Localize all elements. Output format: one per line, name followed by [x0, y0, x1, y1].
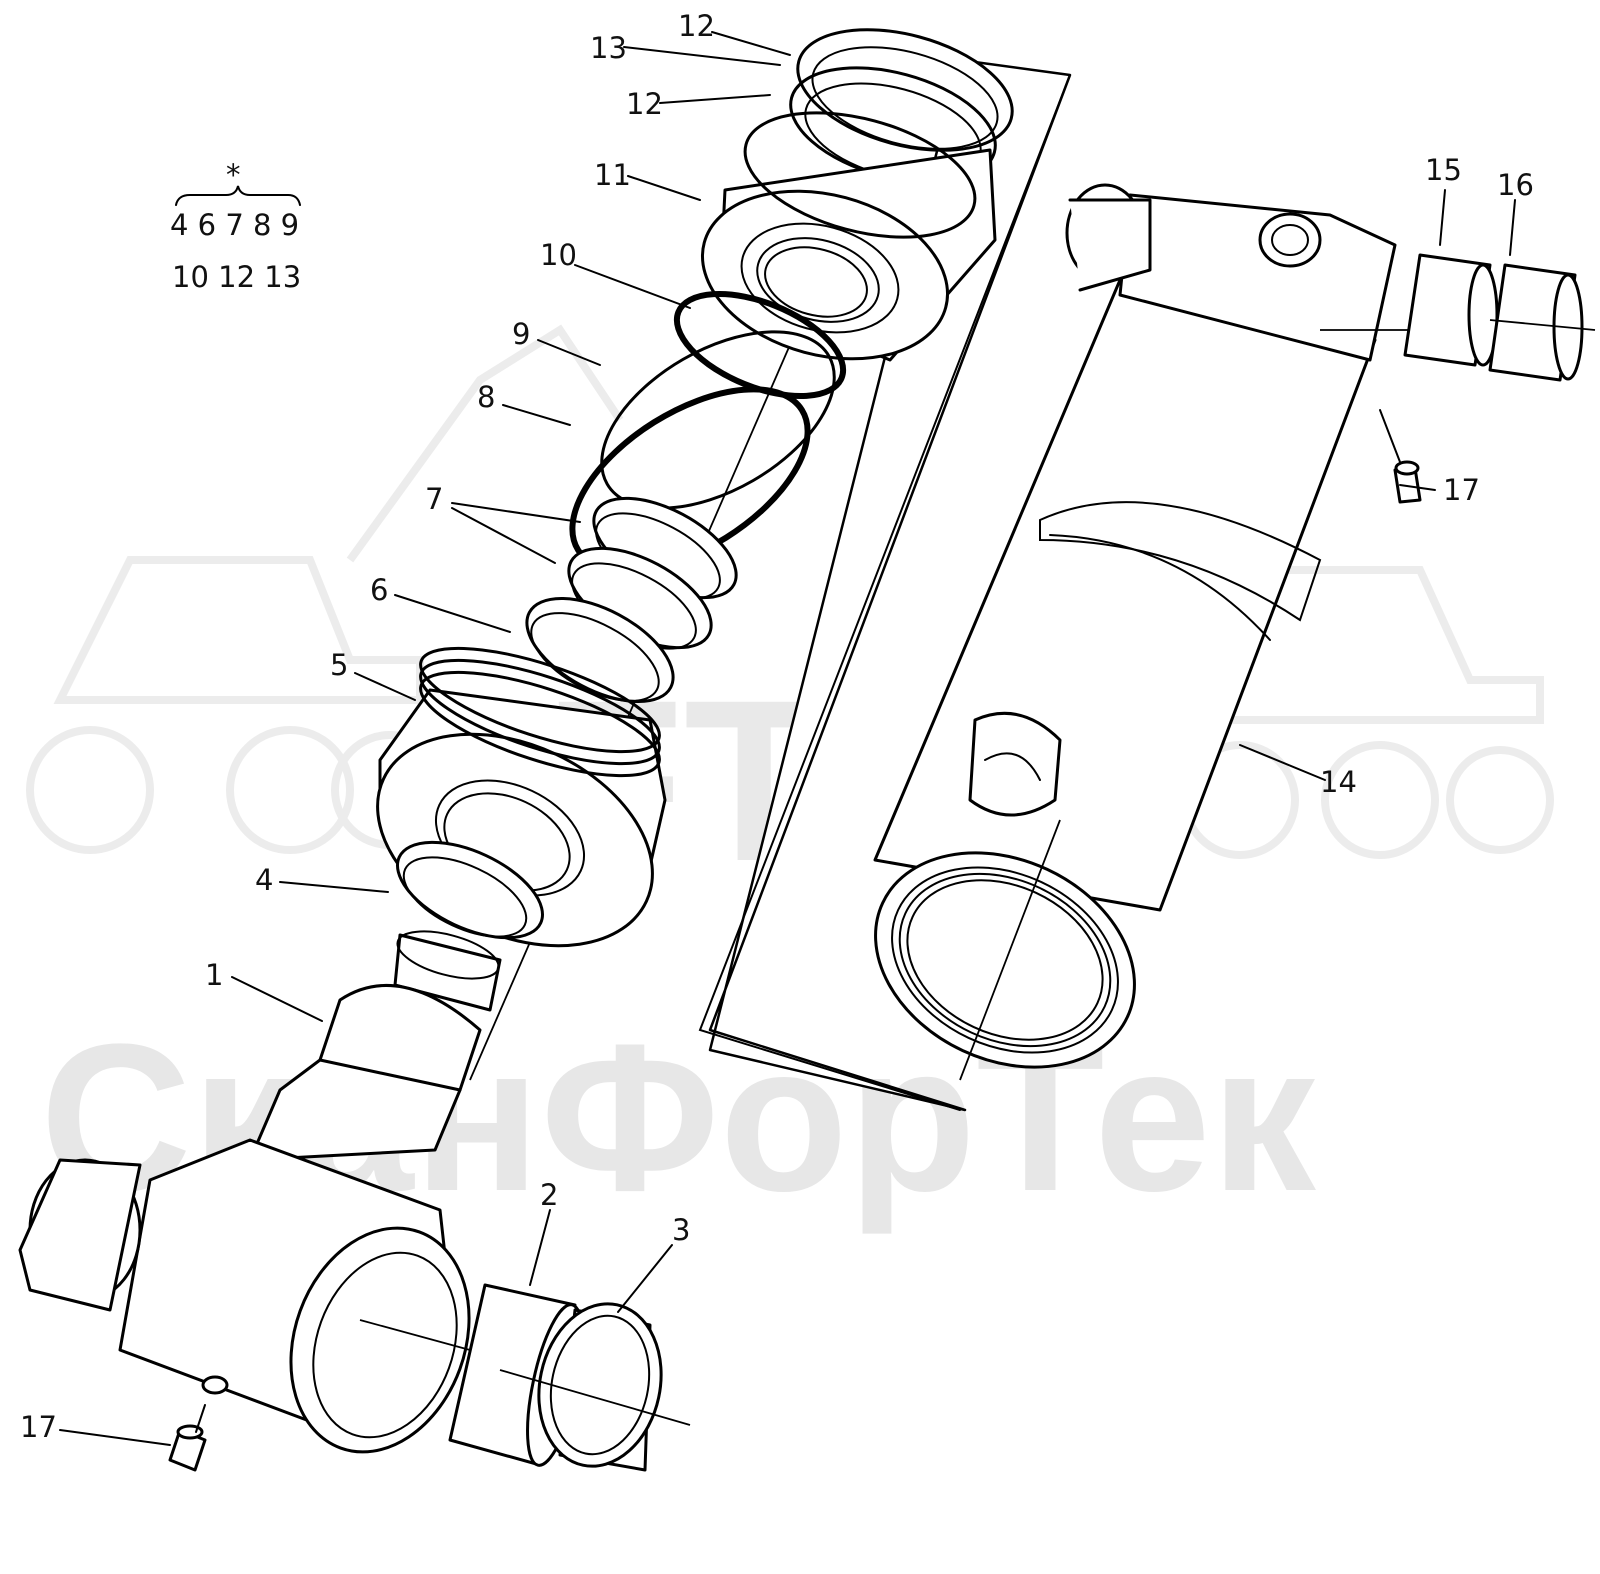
part-17-grease-nipple-lower	[168, 1404, 207, 1472]
leader-lines	[59, 31, 1516, 1446]
backing-plate-outline	[708, 58, 1072, 1112]
callout-labels: 12 13 12 11 10 9 8 7 6 5 4 1 2 3 17 14 1…	[20, 9, 1534, 1444]
label-13: 13	[590, 31, 627, 65]
label-4: 4	[255, 863, 273, 897]
part-15-bushing	[1403, 253, 1499, 367]
label-2: 2	[540, 1178, 558, 1212]
label-3: 3	[672, 1213, 690, 1247]
part-17-grease-nipple-upper	[1379, 409, 1422, 504]
kit-brace	[175, 185, 301, 206]
label-6: 6	[370, 573, 388, 607]
watermark-tractor-left-icon	[26, 324, 624, 854]
backing-plate-edge	[698, 74, 1071, 1111]
part-9-backup-ring	[600, 330, 836, 510]
label-16: 16	[1497, 168, 1534, 202]
label-12-lower: 12	[626, 87, 663, 121]
part-7-guide-rings	[567, 496, 738, 650]
part-1-piston-rod	[18, 930, 502, 1454]
label-17-upper: 17	[1443, 473, 1480, 507]
kit-parts-row-1: 4 6 7 8 9	[170, 208, 299, 242]
part-14-cylinder-barrel	[873, 183, 1420, 1081]
label-17-lower: 17	[20, 1410, 57, 1444]
part-6-piston-seal	[525, 596, 675, 704]
part-10-o-ring	[673, 290, 847, 400]
part-11-cylinder-head	[700, 111, 997, 362]
label-1: 1	[205, 958, 223, 992]
part-16-bushing	[1488, 263, 1596, 382]
label-7: 7	[425, 482, 443, 516]
label-12-top: 12	[678, 9, 715, 43]
kit-star: *	[226, 158, 241, 192]
part-4-rod-ring	[396, 840, 544, 940]
label-9: 9	[512, 317, 530, 351]
repair-kit-legend: * 4 6 7 8 9 10 12 13	[170, 158, 301, 294]
label-14: 14	[1320, 765, 1357, 799]
part-8-o-ring	[569, 386, 811, 574]
kit-parts-row-2: 10 12 13	[172, 260, 301, 294]
label-10: 10	[540, 238, 577, 272]
label-5: 5	[330, 648, 348, 682]
label-11: 11	[594, 158, 631, 192]
label-8: 8	[477, 380, 495, 414]
label-15: 15	[1425, 153, 1462, 187]
part-12-13-head-seals	[789, 28, 1014, 184]
part-3-bushing	[499, 1302, 691, 1472]
